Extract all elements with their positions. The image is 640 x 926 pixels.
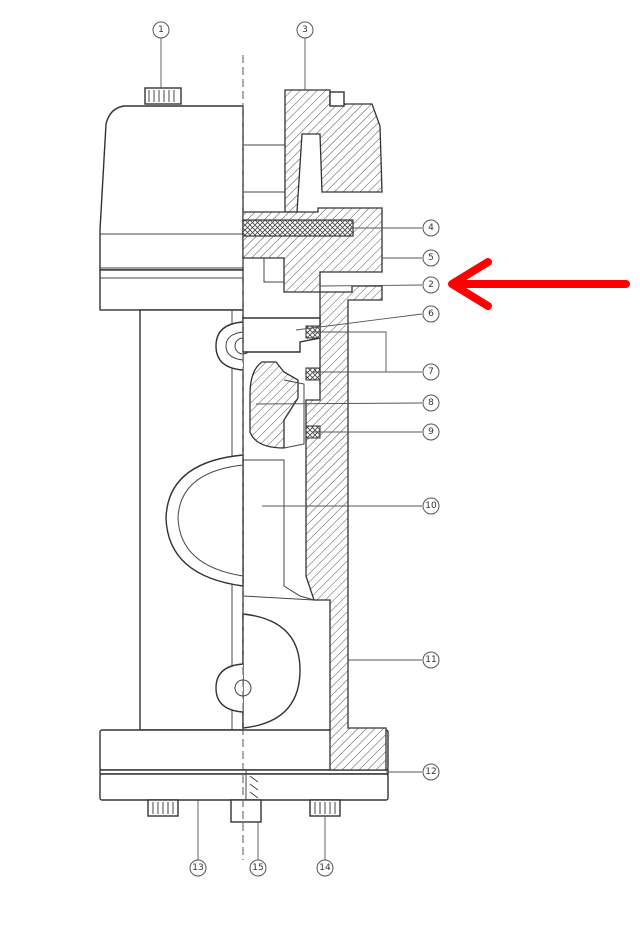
drain-plug	[230, 799, 262, 823]
callout-7: 7	[422, 363, 440, 381]
body-wall-section	[305, 285, 387, 771]
callout-1-label: 1	[158, 25, 164, 35]
callout-14: 14	[316, 859, 334, 877]
callout-10-label: 10	[425, 501, 437, 511]
callout-3-label: 3	[302, 25, 308, 35]
callout-4-label: 4	[428, 223, 434, 233]
callout-13: 13	[189, 859, 207, 877]
seal-mid	[305, 367, 321, 381]
callout-5: 5	[422, 249, 440, 267]
callout-12-label: 12	[425, 767, 436, 777]
callout-11: 11	[422, 651, 440, 669]
diaphragm-disk	[242, 219, 354, 237]
outlet-d-left	[165, 454, 244, 587]
adapter-ring-left	[99, 269, 244, 311]
actuator-cap-section	[284, 89, 383, 213]
callout-4: 4	[422, 219, 440, 237]
callout-8: 8	[422, 394, 440, 412]
callout-6-label: 6	[428, 309, 434, 319]
actuator-cap-left	[99, 105, 244, 271]
callout-5-label: 5	[428, 253, 434, 263]
callout-2: 2	[422, 276, 440, 294]
upper-lug-left	[215, 321, 244, 371]
highlight-arrow	[448, 258, 630, 310]
section-view	[242, 89, 387, 771]
bottom-plate	[99, 773, 389, 801]
callout-9: 9	[422, 423, 440, 441]
lower-boss-left	[242, 613, 301, 729]
exterior-view	[99, 87, 301, 731]
callout-6: 6	[422, 305, 440, 323]
callout-1: 1	[152, 21, 170, 39]
top-screw-left	[144, 87, 182, 105]
top-screw-left-knurl	[148, 90, 175, 102]
lower-lug-left	[215, 663, 244, 713]
callout-11-label: 11	[425, 655, 436, 665]
callout-2-label: 2	[428, 280, 434, 290]
base-plates	[99, 729, 389, 823]
callout-15: 15	[249, 859, 267, 877]
callout-13-label: 13	[192, 863, 203, 873]
callout-12: 12	[422, 763, 440, 781]
callout-7-label: 7	[428, 367, 434, 377]
callout-15-label: 15	[252, 863, 263, 873]
callout-9-label: 9	[428, 427, 434, 437]
callout-10: 10	[422, 497, 440, 515]
valve-plug-section	[249, 361, 299, 449]
leader-lines	[160, 38, 423, 860]
callout-3: 3	[296, 21, 314, 39]
callout-14-label: 14	[319, 863, 331, 873]
callout-8-label: 8	[428, 398, 434, 408]
